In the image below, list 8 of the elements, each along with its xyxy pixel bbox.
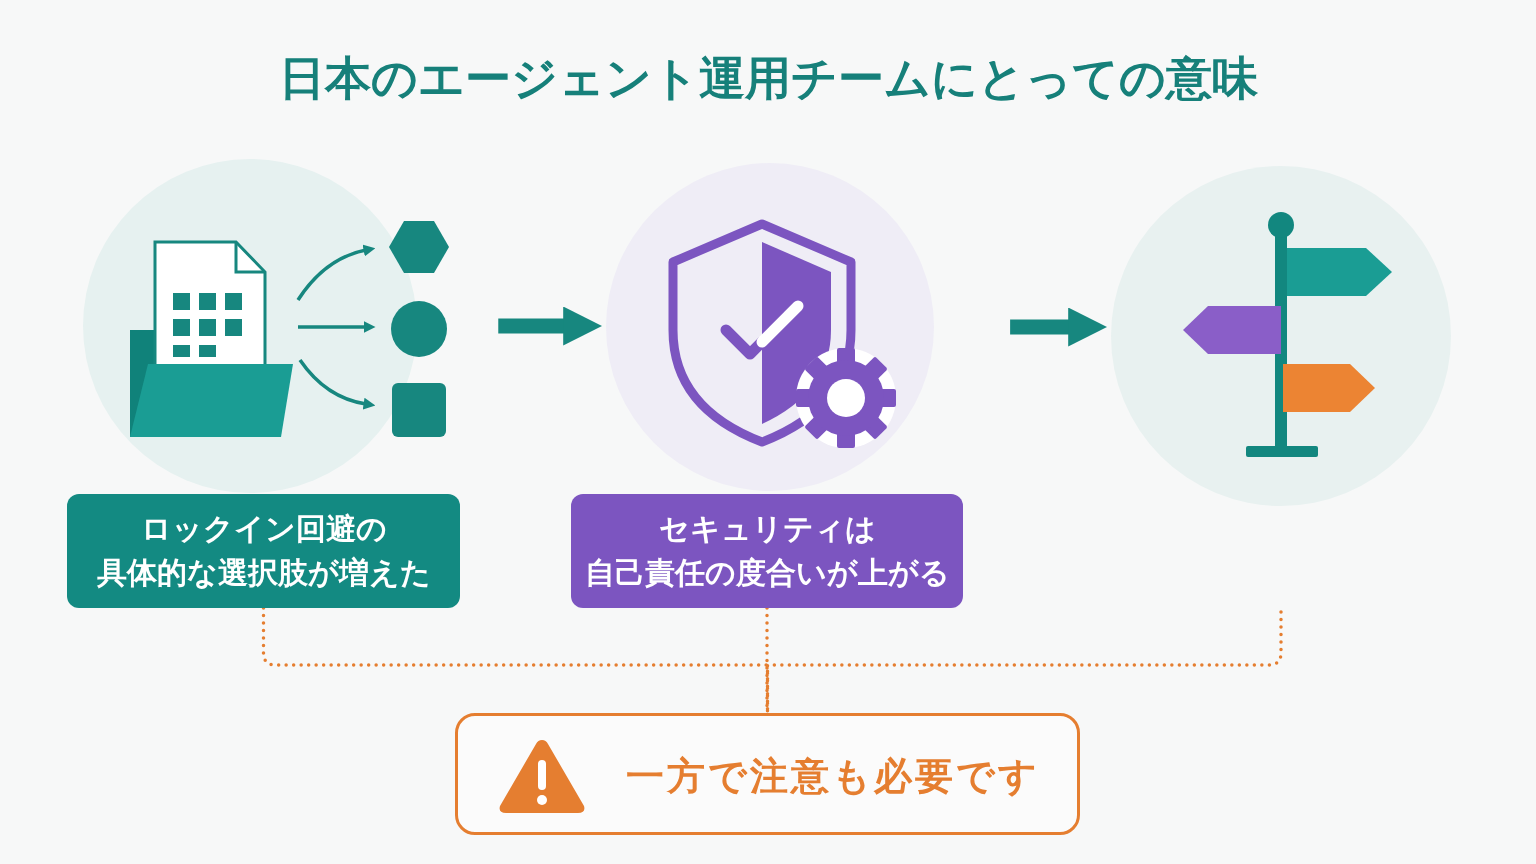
arrow — [1010, 307, 1108, 347]
warning-text: 一方で注意も必要です — [626, 754, 1040, 798]
text-box: セキュリティは自己責任の度合いが上がる — [571, 494, 963, 608]
warning-box — [455, 713, 1080, 835]
dotted-line — [765, 610, 1283, 715]
text-box: ロックイン回避の具体的な選択肢が増えた — [67, 494, 460, 608]
title: 日本のエージェント運用チームにとっての意味 — [277, 50, 1259, 107]
arrow — [498, 306, 603, 346]
